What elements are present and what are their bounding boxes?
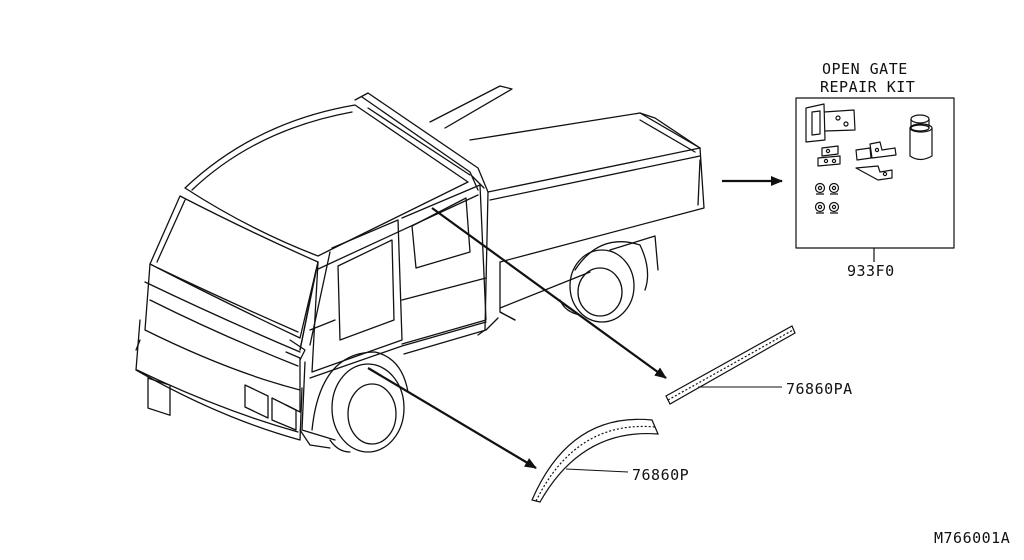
upper-moulding-part <box>665 325 796 405</box>
figure-id: M766001A <box>934 529 1011 547</box>
kit-canister <box>909 114 933 161</box>
kit-title-line-2: REPAIR KIT <box>820 78 916 96</box>
label-leaders <box>565 386 782 473</box>
callout-arrows <box>367 176 783 469</box>
kit-bracket <box>805 103 856 143</box>
rear-wheel <box>559 241 649 323</box>
truck-illustration <box>135 85 705 453</box>
arch-moulding-leader <box>565 468 629 473</box>
arch-moulding-part <box>531 418 659 503</box>
cargo-bed <box>429 85 705 321</box>
upper-moulding-part-number: 76860PA <box>786 380 853 398</box>
kit-hinges <box>855 141 897 181</box>
arch-moulding-part-number: 76860P <box>632 466 690 484</box>
kit-clips <box>817 145 841 167</box>
arrow-to-arch-moulding <box>367 367 537 469</box>
cab-body <box>135 92 499 449</box>
kit-title-line-1: OPEN GATE <box>822 60 908 78</box>
arrow-to-upper-moulding <box>431 207 667 379</box>
front-wheel <box>311 351 409 453</box>
kit-part-number: 933F0 <box>847 262 895 280</box>
kit-bolts <box>814 182 840 214</box>
repair-kit-box <box>795 97 955 249</box>
